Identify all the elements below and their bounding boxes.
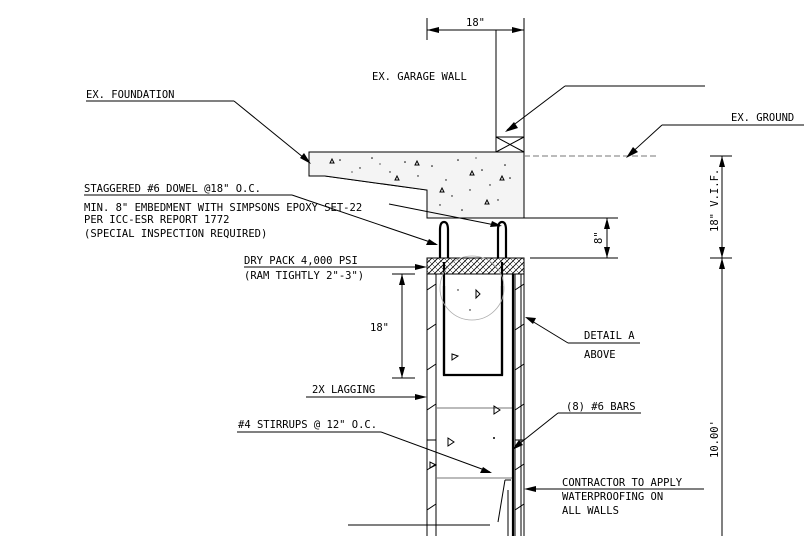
rebar-cage [442, 274, 515, 536]
dim-vif-text: 18" V.I.F. [709, 169, 721, 232]
detail-above-label: ABOVE [584, 349, 616, 361]
contractor-line-1: CONTRACTOR TO APPLY [562, 477, 683, 489]
foundation-label: EX. FOUNDATION [86, 89, 175, 101]
embedment-line-1: MIN. 8" EMBEDMENT WITH SIMPSONS EPOXY SE… [84, 202, 362, 214]
pier-speckle [457, 289, 495, 439]
dim-8-text: 8" [593, 231, 605, 244]
drypack-line-2: (RAM TIGHTLY 2"-3") [244, 270, 364, 282]
dowel-label: STAGGERED #6 DOWEL @18" O.C. [84, 183, 261, 195]
contractor-line-2: WATERPROOFING ON [562, 491, 663, 503]
garage-wall-label: EX. GARAGE WALL [372, 71, 467, 83]
ground-leader [626, 124, 804, 158]
dim-vif: 18" V.I.F. 10.00' [709, 155, 732, 536]
embedment-line-2: PER ICC-ESR REPORT 1772 [84, 214, 229, 226]
lagging-label: 2X LAGGING [312, 384, 375, 396]
contractor-line-3: ALL WALLS [562, 505, 619, 517]
detail-a-circle [439, 255, 505, 321]
stirrups-leader [237, 431, 492, 473]
detail-a-label: DETAIL A [584, 330, 635, 342]
dowels [438, 220, 508, 375]
embedment-line-3: (SPECIAL INSPECTION REQUIRED) [84, 228, 267, 240]
embedment-leader [388, 203, 502, 227]
existing-foundation [308, 151, 525, 219]
garage-wall [495, 30, 525, 153]
contractor-leader [524, 486, 704, 492]
dim-8-inch: 8" [512, 217, 618, 259]
foundation-leader [86, 100, 311, 164]
lagging-leader [306, 394, 427, 400]
detail-leader [525, 317, 640, 344]
dim-18-side-text: 18" [370, 322, 389, 334]
top-width-dimension: 18" [426, 17, 525, 40]
drypack-leader [244, 264, 427, 270]
dim-18-side: 18" [370, 273, 415, 379]
bars-label: (8) #6 BARS [566, 401, 636, 413]
dowel-leader [84, 194, 438, 245]
pier-shaft [426, 273, 525, 536]
garage-wall-leader [505, 85, 705, 132]
stirrups-label: #4 STIRRUPS @ 12" O.C. [238, 419, 377, 431]
ground-label: EX. GROUND [731, 112, 794, 124]
dim-width-text: 18" [466, 17, 485, 29]
dim-10-text: 10.00' [709, 420, 721, 458]
drypack-line-1: DRY PACK 4,000 PSI [244, 255, 358, 267]
aggregate-marks [429, 288, 501, 469]
dry-pack-layer [426, 257, 525, 275]
bars-leader [512, 412, 641, 450]
